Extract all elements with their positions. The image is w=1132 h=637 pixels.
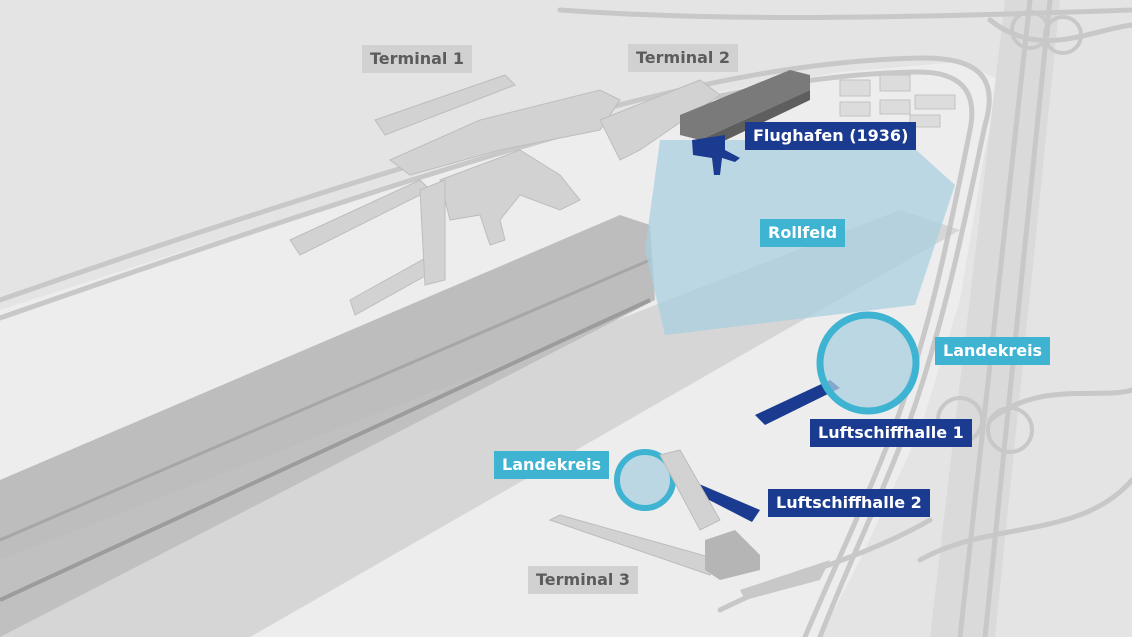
label-terminal-3: Terminal 3 [528, 566, 639, 594]
terminal-2-building [680, 70, 810, 150]
label-rollfeld: Rollfeld [760, 219, 846, 247]
label-flughafen-1936: Flughafen (1936) [745, 122, 917, 150]
terminal-3-buildings [548, 449, 830, 600]
label-luftschiffhalle-1: Luftschiffhalle 1 [810, 419, 972, 447]
highway-a [957, 0, 1033, 637]
label-terminal-2: Terminal 2 [628, 44, 739, 72]
label-terminal-1: Terminal 1 [362, 45, 473, 73]
flughafen-1936-building [692, 135, 740, 175]
label-landekreis-1: Landekreis [935, 337, 1051, 365]
landekreis-1-circle [816, 311, 920, 415]
label-luftschiffhalle-2: Luftschiffhalle 2 [768, 489, 930, 517]
ne-buildings [839, 74, 956, 128]
south-road [917, 477, 1132, 563]
highway-b [982, 0, 1053, 637]
luftschiffhalle-1-building [755, 380, 840, 425]
interchange-north [987, 17, 1132, 43]
label-landekreis-2: Landekreis [494, 451, 610, 479]
terminal-1-buildings [289, 74, 721, 316]
